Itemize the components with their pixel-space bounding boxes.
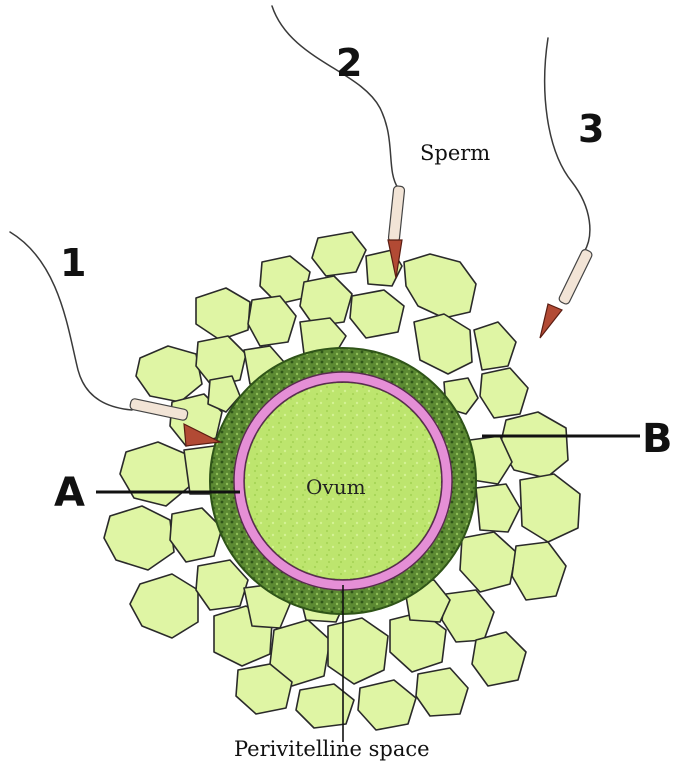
- label-b: B: [642, 416, 673, 462]
- sperm-label: Sperm: [420, 141, 490, 165]
- sperm-1-label: 1: [60, 241, 86, 285]
- sperm-3: [540, 38, 593, 338]
- label-a: A: [54, 470, 85, 516]
- perivitelline-space-label: Perivitelline space: [234, 737, 430, 761]
- sperm-3-label: 3: [578, 107, 604, 151]
- ovum-label: Ovum: [306, 475, 366, 499]
- sperm-2-label: 2: [336, 41, 362, 85]
